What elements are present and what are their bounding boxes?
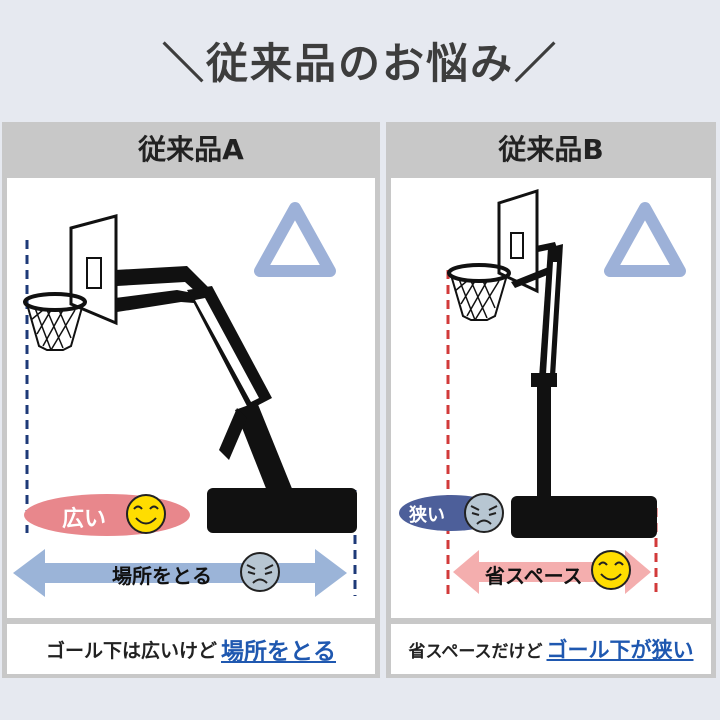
triangle-icon bbox=[604, 202, 686, 277]
panel-product-a: 従来品A bbox=[2, 122, 380, 678]
caption-highlight: 場所をとる bbox=[221, 639, 336, 665]
page-title: ＼従来品のお悩み／ bbox=[161, 39, 558, 88]
space-label: 場所をとる bbox=[112, 564, 212, 588]
panel-b-illustration: 狭い 省スペース bbox=[391, 178, 711, 618]
width-arrow bbox=[453, 550, 651, 594]
panel-b-caption: 省スペースだけど ゴール下が狭い bbox=[391, 624, 711, 674]
space-label: 省スペース bbox=[485, 564, 583, 588]
wide-label: 広い bbox=[62, 507, 107, 532]
backboard bbox=[69, 214, 118, 326]
panel-product-b: 従来品B bbox=[386, 122, 716, 678]
panel-a-heading: 従来品A bbox=[138, 133, 244, 166]
worried-face-icon bbox=[464, 493, 504, 533]
caption-plain: 省スペースだけど bbox=[408, 641, 543, 662]
caption-plain: ゴール下は広いけど bbox=[45, 639, 217, 662]
backboard bbox=[497, 188, 539, 294]
panel-a-caption: ゴール下は広いけど 場所をとる bbox=[7, 624, 375, 674]
worried-face-icon bbox=[240, 552, 280, 592]
caption-highlight: ゴール下が狭い bbox=[546, 638, 694, 662]
panel-b-heading: 従来品B bbox=[498, 133, 604, 166]
narrow-label: 狭い bbox=[409, 505, 445, 526]
smiley-face-icon bbox=[591, 550, 631, 590]
width-arrow bbox=[13, 549, 347, 597]
panel-a-illustration: 広い 場所をとる bbox=[7, 178, 375, 618]
triangle-icon bbox=[254, 202, 336, 277]
smiley-face-icon bbox=[126, 494, 166, 534]
